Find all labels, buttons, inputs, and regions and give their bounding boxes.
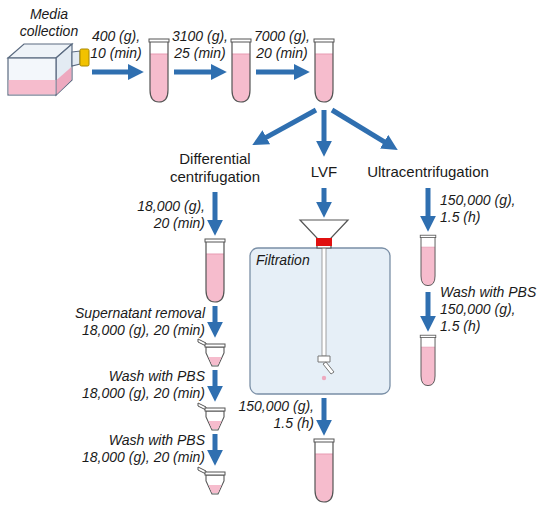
filter-node: Filtration: [250, 220, 390, 396]
condition-label: 150,000 (g), 1.5 (h): [440, 192, 526, 226]
step-label: Wash with PBS 18,000 (g), 20 (min): [70, 368, 205, 402]
condition-label: 150,000 (g), 1.5 (h): [228, 398, 314, 432]
method-heading: LVF: [294, 163, 354, 181]
condition-label: 7000 (g), 20 (min): [247, 28, 317, 62]
step-label: Wash with PBS 18,000 (g), 20 (min): [70, 432, 205, 466]
microcentrifuge-tubes: [198, 339, 225, 494]
method-heading: Ultracentrifugation: [358, 163, 498, 181]
filtration-device: [250, 220, 390, 394]
condition-label: 18,000 (g), 20 (min): [123, 198, 205, 232]
filter-caption: Filtration: [256, 252, 320, 269]
method-heading: Differential centrifugation: [160, 150, 270, 186]
flask-node: Media collection: [4, 2, 94, 98]
condition-label: 400 (g), 10 (min): [85, 28, 147, 62]
culture-flask: [8, 44, 89, 95]
step-label: Wash with PBS 150,000 (g), 1.5 (h): [440, 284, 538, 335]
step-label: Supernatant removal 18,000 (g), 20 (min): [60, 305, 205, 339]
condition-label: 3100 (g), 25 (min): [165, 28, 235, 62]
flask-caption: Media collection: [4, 6, 94, 40]
